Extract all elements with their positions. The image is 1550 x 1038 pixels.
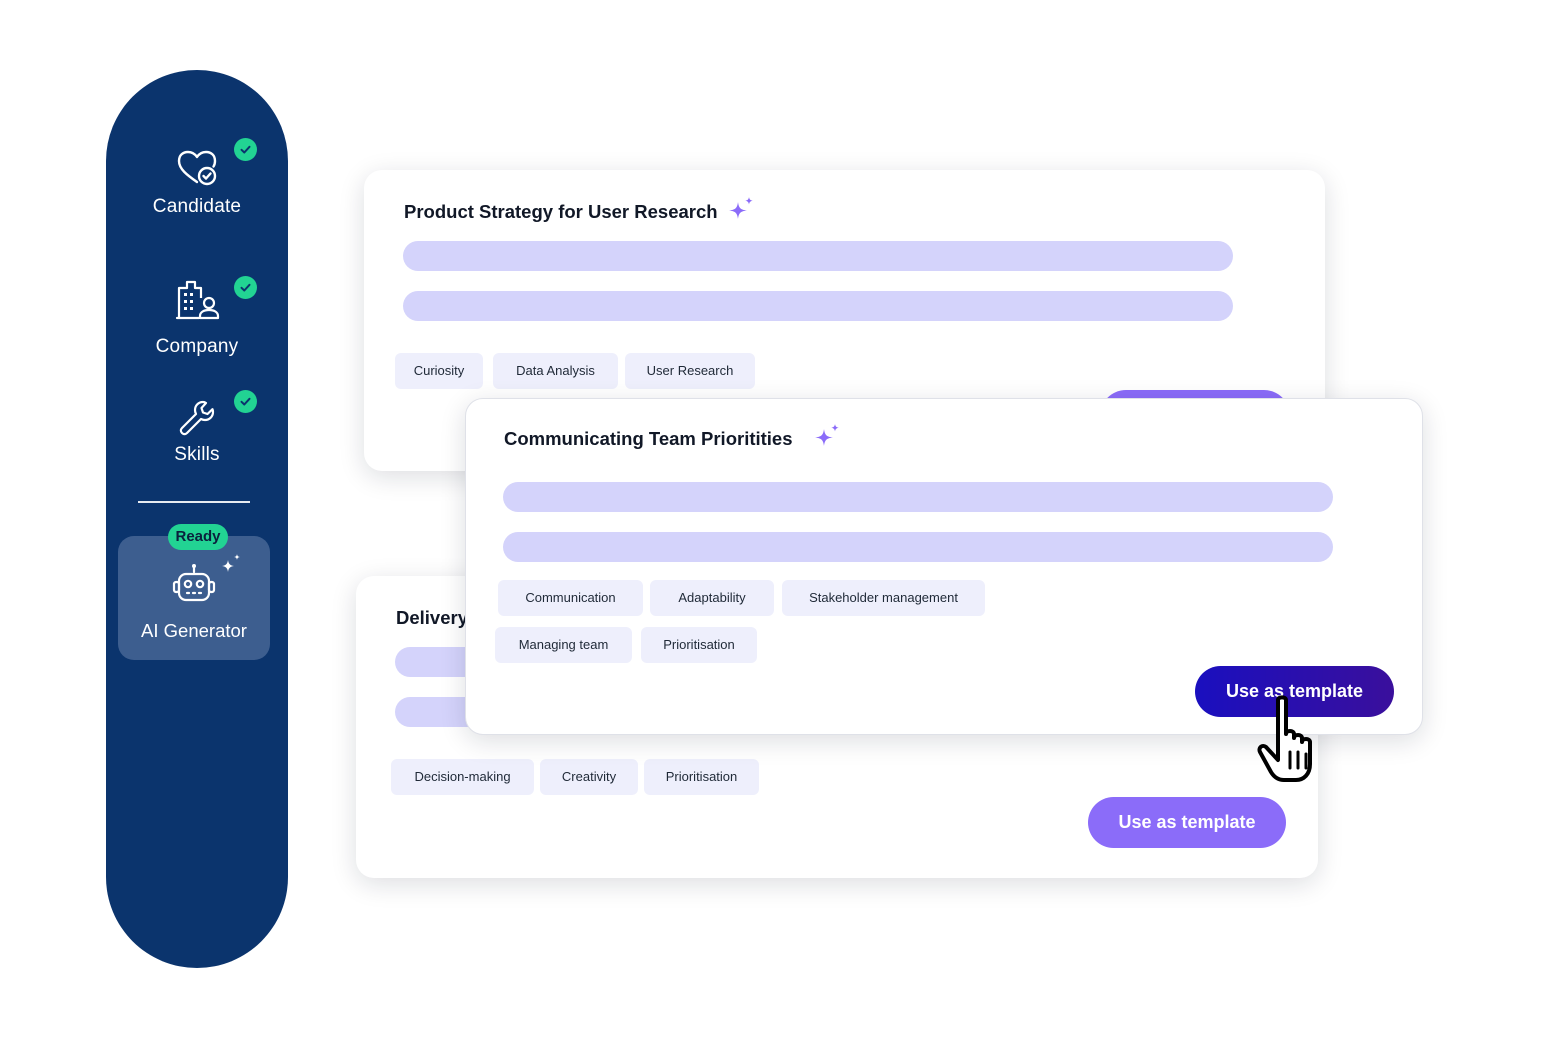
nav-label: Skills (174, 444, 220, 465)
nav-item-company[interactable]: Company (106, 270, 288, 370)
hand-pointer-icon (1257, 695, 1312, 782)
nav-label: Company (155, 336, 239, 357)
ready-badge: Ready (168, 524, 228, 550)
card-title: Delivery (396, 607, 468, 628)
check-icon (234, 390, 257, 413)
heart-check-icon (177, 150, 217, 186)
card-title: Communicating Team Prioritities (504, 428, 793, 449)
skill-tag: Managing team (495, 627, 632, 663)
skill-tag: Communication (498, 580, 643, 616)
nav-label: Candidate (152, 196, 242, 217)
nav-item-ai-generator[interactable]: AI Generator (118, 536, 270, 660)
wrench-icon (179, 400, 215, 436)
placeholder-bar (403, 291, 1233, 321)
skill-tag: Prioritisation (644, 759, 759, 795)
skill-tag: Decision-making (391, 759, 534, 795)
nav-item-skills[interactable]: Skills (106, 388, 288, 468)
building-user-icon (175, 280, 220, 320)
divider (138, 501, 250, 503)
card-title: Product Strategy for User Research (404, 201, 718, 222)
skill-tag: User Research (625, 353, 755, 389)
check-icon (234, 138, 257, 161)
skill-tag: Creativity (540, 759, 638, 795)
skill-tag: Data Analysis (493, 353, 618, 389)
use-template-button[interactable]: Use as template (1195, 666, 1394, 717)
skill-tag: Prioritisation (641, 627, 757, 663)
placeholder-bar (503, 532, 1333, 562)
robot-icon (172, 564, 216, 602)
sparkle-icon (222, 554, 240, 572)
placeholder-bar (403, 241, 1233, 271)
nav-item-candidate[interactable]: Candidate (106, 130, 288, 230)
sparkle-icon (815, 424, 839, 446)
template-card-communicating[interactable]: Communicating Team Prioritities Communic… (465, 398, 1423, 735)
sidebar: Candidate Company Skills (106, 70, 288, 968)
skill-tag: Stakeholder management (782, 580, 985, 616)
sparkle-icon (729, 197, 753, 219)
check-icon (234, 276, 257, 299)
placeholder-bar (503, 482, 1333, 512)
skill-tag: Adaptability (650, 580, 774, 616)
use-template-button[interactable]: Use as template (1088, 797, 1286, 848)
skill-tag: Curiosity (395, 353, 483, 389)
nav-label: AI Generator (141, 620, 247, 641)
